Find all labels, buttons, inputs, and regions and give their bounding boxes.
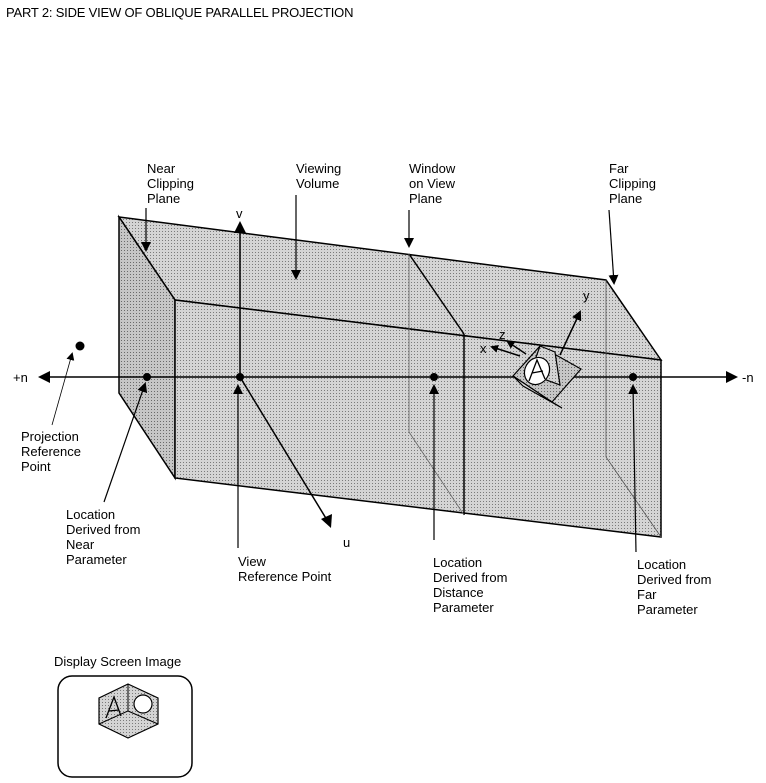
object-y-axis	[559, 310, 582, 356]
view-reference-point	[236, 373, 244, 381]
plus-n-arrowhead	[38, 371, 50, 383]
window-on-view-plane-label: Window on View Plane	[409, 161, 456, 206]
n-axis	[38, 371, 738, 383]
near-location-label: Location Derived from Near Parameter	[66, 507, 141, 567]
window-bottom-edge	[408, 431, 465, 516]
projection-reference-point	[75, 341, 85, 351]
viewing-volume-label: Viewing Volume	[296, 161, 342, 191]
minus-n-label: -n	[742, 370, 754, 385]
display-screen	[57, 675, 193, 778]
v-axis-label: v	[236, 206, 243, 221]
display-screen-image-label: Display Screen Image	[54, 654, 182, 669]
distance-location-label: Location Derived from Distance Parameter	[433, 555, 508, 615]
object-x-label: x	[480, 341, 487, 356]
u-axis	[239, 376, 332, 528]
u-axis-label: u	[343, 535, 351, 550]
projection-reference-point-label: Projection Reference Point	[21, 429, 81, 474]
near-location-point	[143, 373, 151, 381]
object-z-label: z	[499, 327, 506, 342]
screen-symbol-a	[105, 695, 122, 719]
v-axis	[234, 221, 246, 377]
far-location-label: Location Derived from Far Parameter	[637, 557, 712, 617]
far-location-leader	[628, 384, 639, 553]
far-location-point	[629, 373, 637, 381]
screen-hex-edge-3	[127, 710, 159, 725]
leader-arrows	[51, 195, 639, 553]
cube-symbol-a	[528, 358, 546, 382]
near-clipping-plane-label: Near Clipping Plane	[147, 161, 194, 206]
plus-n-label: +n	[13, 370, 28, 385]
window-top-edge	[408, 253, 465, 335]
diagram-title: PART 2: SIDE VIEW OF OBLIQUE PARALLEL PR…	[6, 5, 354, 20]
view-reference-point-label: View Reference Point	[238, 554, 332, 584]
minus-n-arrowhead	[726, 371, 738, 383]
object-z-axis	[506, 340, 527, 355]
v-arrowhead	[234, 221, 246, 233]
screen-symbol-circle	[133, 694, 153, 714]
cube-face-front	[512, 375, 563, 409]
object-cube	[490, 310, 582, 409]
far-plane-leader	[608, 209, 619, 285]
distance-location-point	[430, 373, 438, 381]
projection-point-leader	[51, 352, 75, 426]
far-face-hidden-edge-bottom	[605, 456, 662, 538]
screen-hex-edge-2	[98, 710, 129, 725]
object-x-axis	[490, 345, 521, 357]
near-location-leader	[103, 382, 148, 503]
object-y-label: y	[583, 288, 590, 303]
far-clipping-plane-label: Far Clipping Plane	[609, 161, 656, 206]
u-arrowhead	[321, 514, 332, 528]
